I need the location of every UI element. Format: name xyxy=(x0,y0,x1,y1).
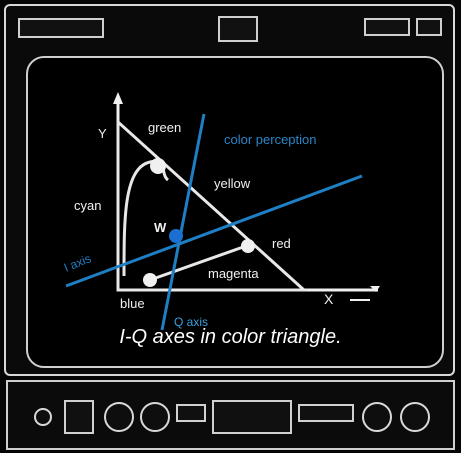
diagram-caption: I-Q axes in color triangle. xyxy=(0,326,461,349)
white-point-marker xyxy=(169,229,183,243)
knob-1[interactable] xyxy=(104,402,134,432)
red-label: red xyxy=(272,236,291,251)
button-group-right[interactable] xyxy=(298,404,354,422)
knob-2[interactable] xyxy=(140,402,170,432)
power-switch[interactable] xyxy=(64,400,94,434)
green-label: green xyxy=(148,120,181,135)
q-axis-line xyxy=(162,114,204,330)
spectral-locus-curve xyxy=(124,161,168,276)
top-center-slot xyxy=(218,16,258,42)
yellow-label: yellow xyxy=(214,176,251,191)
small-knob-left[interactable] xyxy=(34,408,52,426)
x-axis-label: X xyxy=(324,291,334,307)
top-right-box xyxy=(416,18,442,36)
display-screen: Y X green color perception yellow cyan W… xyxy=(26,56,444,368)
magenta-label: magenta xyxy=(208,266,259,281)
green-point xyxy=(150,158,166,174)
knob-3[interactable] xyxy=(362,402,392,432)
color-triangle-diagram: Y X green color perception yellow cyan W… xyxy=(28,58,444,368)
control-panel xyxy=(6,380,455,450)
blue-point xyxy=(143,273,157,287)
color-triangle xyxy=(118,122,304,290)
color-perception-label: color perception xyxy=(224,132,317,147)
blue-label: blue xyxy=(120,296,145,311)
red-point xyxy=(241,239,255,253)
top-left-slot xyxy=(18,18,104,38)
button-group-center[interactable] xyxy=(212,400,292,434)
top-right-indicator xyxy=(364,18,410,36)
i-axis-label: I axis xyxy=(62,251,93,274)
button-pair[interactable] xyxy=(176,404,206,422)
y-axis-arrow-icon xyxy=(113,92,123,104)
cyan-label: cyan xyxy=(74,198,101,213)
white-point-label: W xyxy=(154,220,167,235)
y-axis-label: Y xyxy=(98,126,107,141)
knob-4[interactable] xyxy=(400,402,430,432)
